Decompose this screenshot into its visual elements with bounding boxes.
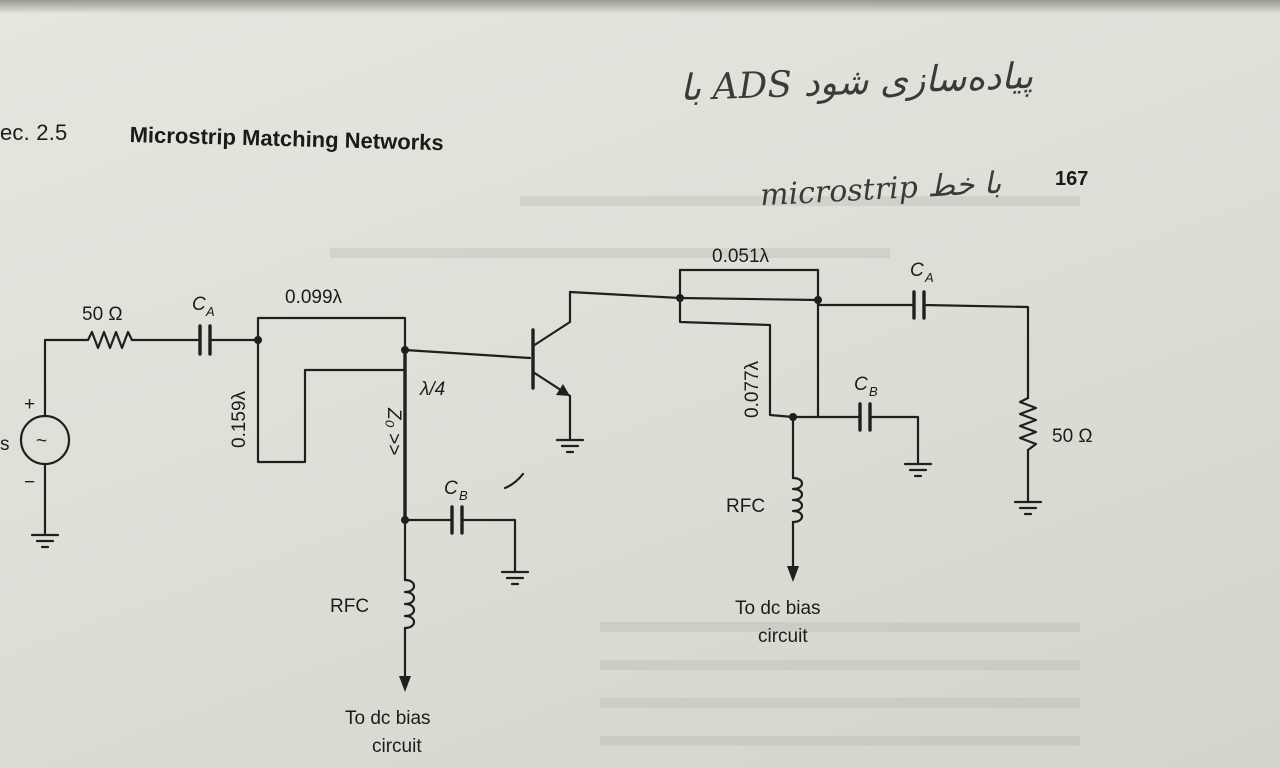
source-label: s [0, 434, 10, 455]
bleed-through-text [330, 248, 890, 258]
output-series-line-label: 0.051λ [712, 246, 770, 267]
cap-a-left-letter: C [192, 294, 206, 315]
rfc-left-inductor [403, 578, 416, 630]
ground-symbol [903, 462, 933, 478]
cap-a-right-letter: C [910, 260, 924, 281]
load-resistor-label: 50 Ω [1052, 426, 1093, 447]
capacitor-ca-left: C A [192, 294, 215, 356]
bleed-through-text [600, 736, 1080, 746]
input-series-line [256, 316, 407, 352]
source-minus: − [24, 472, 35, 493]
bleed-through-text [600, 660, 1080, 670]
transistor [531, 290, 572, 442]
ground-symbol [1013, 500, 1043, 516]
bleed-through-text [600, 698, 1080, 708]
rfc-right-label: RFC [726, 496, 765, 517]
load-resistor [1018, 396, 1038, 452]
cap-a-right-sub: A [924, 270, 934, 285]
output-short-stub [678, 296, 795, 419]
ground-symbol [30, 533, 60, 549]
cap-a-left-sub: A [205, 304, 215, 319]
voltage-source: ~ + − s [0, 338, 71, 537]
cap-b-right-sub: B [869, 384, 878, 399]
handwritten-checkmark [503, 472, 525, 490]
capacitor-cb-left: C B [444, 478, 468, 535]
capacitor-ca-right: C A [910, 260, 934, 320]
source-resistor [86, 330, 134, 350]
source-plus: + [24, 394, 35, 415]
output-series-line [678, 268, 820, 302]
cap-b-right-letter: C [854, 374, 868, 395]
bias-right-line1: To dc bias [735, 598, 821, 619]
ground-symbol [555, 438, 585, 454]
arrow-to-bias-left [399, 676, 411, 692]
bleed-through-text [520, 196, 1080, 206]
rfc-left-label: RFC [330, 596, 369, 617]
quarter-wave-label: λ/4 [419, 379, 445, 400]
rfc-right-inductor [791, 476, 804, 524]
zo-label: Z₀ >> [383, 407, 404, 455]
bias-left-line1: To dc bias [345, 708, 431, 729]
section-number: ec. 2.5 [0, 120, 68, 145]
bias-right-line2: circuit [758, 626, 808, 647]
source-resistor-label: 50 Ω [82, 304, 123, 325]
ground-symbol [500, 570, 530, 586]
capacitor-cb-right: C B [854, 374, 878, 432]
cap-b-left-letter: C [444, 478, 458, 499]
page-shadow [0, 0, 1280, 14]
bias-left-line2: circuit [372, 736, 422, 757]
input-stub-label: 0.159λ [229, 390, 250, 448]
arrow-to-bias-right [787, 566, 799, 582]
cap-b-left-sub: B [459, 488, 468, 503]
input-series-line-label: 0.099λ [285, 287, 343, 308]
page-number: 167 [1055, 168, 1089, 190]
bleed-through-text [600, 622, 1080, 632]
output-stub-label: 0.077λ [742, 360, 763, 418]
source-symbol: ~ [36, 431, 47, 452]
input-open-stub [256, 338, 407, 464]
